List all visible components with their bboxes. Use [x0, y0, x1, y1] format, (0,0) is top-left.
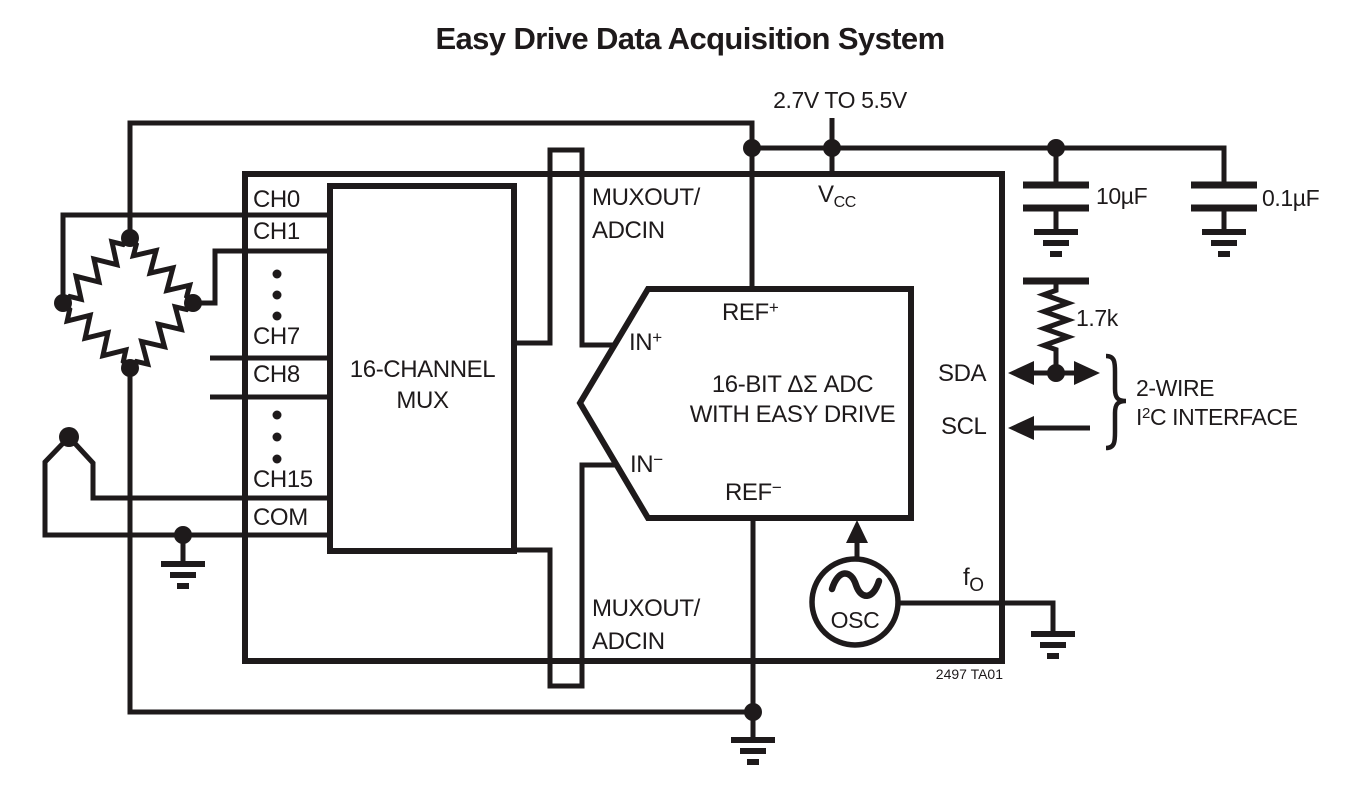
- part-number-label: 2497 TA01: [935, 666, 1003, 682]
- wire-f0: [898, 600, 1056, 634]
- mux-block: [327, 183, 517, 554]
- wire-ch15: [67, 435, 332, 501]
- sda-arrow-left: [1008, 361, 1034, 385]
- adc-block-label: 16-BIT ΔΣ ADC WITH EASY DRIVE: [689, 371, 896, 428]
- junction-dots: [54, 139, 1065, 721]
- muxout-adcin-top-label: MUXOUT/ ADCIN: [592, 184, 700, 244]
- ground-symbol-com: [161, 564, 205, 586]
- bulk-capacitor-value: 10µF: [1096, 183, 1148, 209]
- channel-label-ch7: CH7: [253, 323, 300, 350]
- osc-label: OSC: [830, 607, 880, 633]
- interface-label-line2: I2C INTERFACE: [1136, 404, 1298, 430]
- wire-ch1: [193, 248, 332, 306]
- wire-ch0: [60, 212, 332, 303]
- ground-symbol-bypass-cap: [1202, 232, 1246, 254]
- channel-label-ch8: CH8: [253, 361, 300, 388]
- ref-minus-pin-label: REF−: [725, 478, 782, 506]
- channel-label-ch0: CH0: [253, 186, 300, 213]
- wire-vcc-rail: [752, 145, 1227, 185]
- channel-label-com: COM: [253, 504, 308, 531]
- wire-bottom-rail: [127, 368, 753, 715]
- bypass-capacitor-value: 0.1µF: [1262, 185, 1320, 211]
- wire-muxout-adcin-top-loop: [512, 147, 614, 348]
- diagram-title: Easy Drive Data Acquisition System: [435, 21, 945, 56]
- interface-brace: [1105, 353, 1127, 451]
- in-minus-pin-label: IN−: [630, 450, 663, 478]
- sda-arrow-right: [1074, 361, 1100, 385]
- muxout-adcin-bottom-label: MUXOUT/ ADCIN: [592, 595, 700, 655]
- pullup-resistor-value: 1.7k: [1076, 305, 1118, 331]
- ref-plus-pin-label: REF+: [722, 298, 779, 326]
- mux-block-label: 16-CHANNEL MUX: [349, 356, 496, 414]
- wire-muxout-adcin-bottom-loop: [512, 462, 616, 689]
- pullup-resistor-zigzag: [1036, 283, 1076, 357]
- bridge-resistor-top-right: [128, 236, 195, 305]
- ground-symbol-bulk-cap: [1034, 232, 1078, 254]
- bridge-resistor-top-left: [61, 236, 132, 305]
- ground-symbol-f0: [1031, 634, 1075, 656]
- sine-wave-icon: [828, 570, 883, 599]
- in-plus-pin-label: IN+: [629, 328, 662, 356]
- ground-symbol-ref-minus: [731, 740, 775, 762]
- scl-pin-label: SCL: [941, 413, 987, 440]
- channel-ellipsis-dots: [272, 269, 282, 464]
- adc-block: [576, 286, 914, 521]
- channel-label-ch1: CH1: [253, 218, 300, 245]
- capacitor-0p1uf-symbol: [1191, 185, 1257, 208]
- f0-pin-label: fO: [963, 564, 984, 596]
- capacitor-10uf-symbol: [1023, 185, 1089, 208]
- osc-arrow-head: [846, 520, 868, 543]
- chip-outline: [242, 171, 1005, 664]
- interface-label-line1: 2-WIRE: [1136, 375, 1215, 401]
- sda-pin-label: SDA: [938, 360, 987, 387]
- bridge-resistor-bottom-left: [61, 301, 132, 370]
- wire-supply-left: [127, 120, 755, 238]
- channel-label-ch15: CH15: [253, 466, 313, 493]
- bridge-resistor-bottom-right: [128, 301, 195, 370]
- supply-range-label: 2.7V TO 5.5V: [773, 87, 907, 113]
- scl-arrow-left: [1008, 416, 1034, 440]
- vcc-pin-label: VCC: [818, 181, 856, 211]
